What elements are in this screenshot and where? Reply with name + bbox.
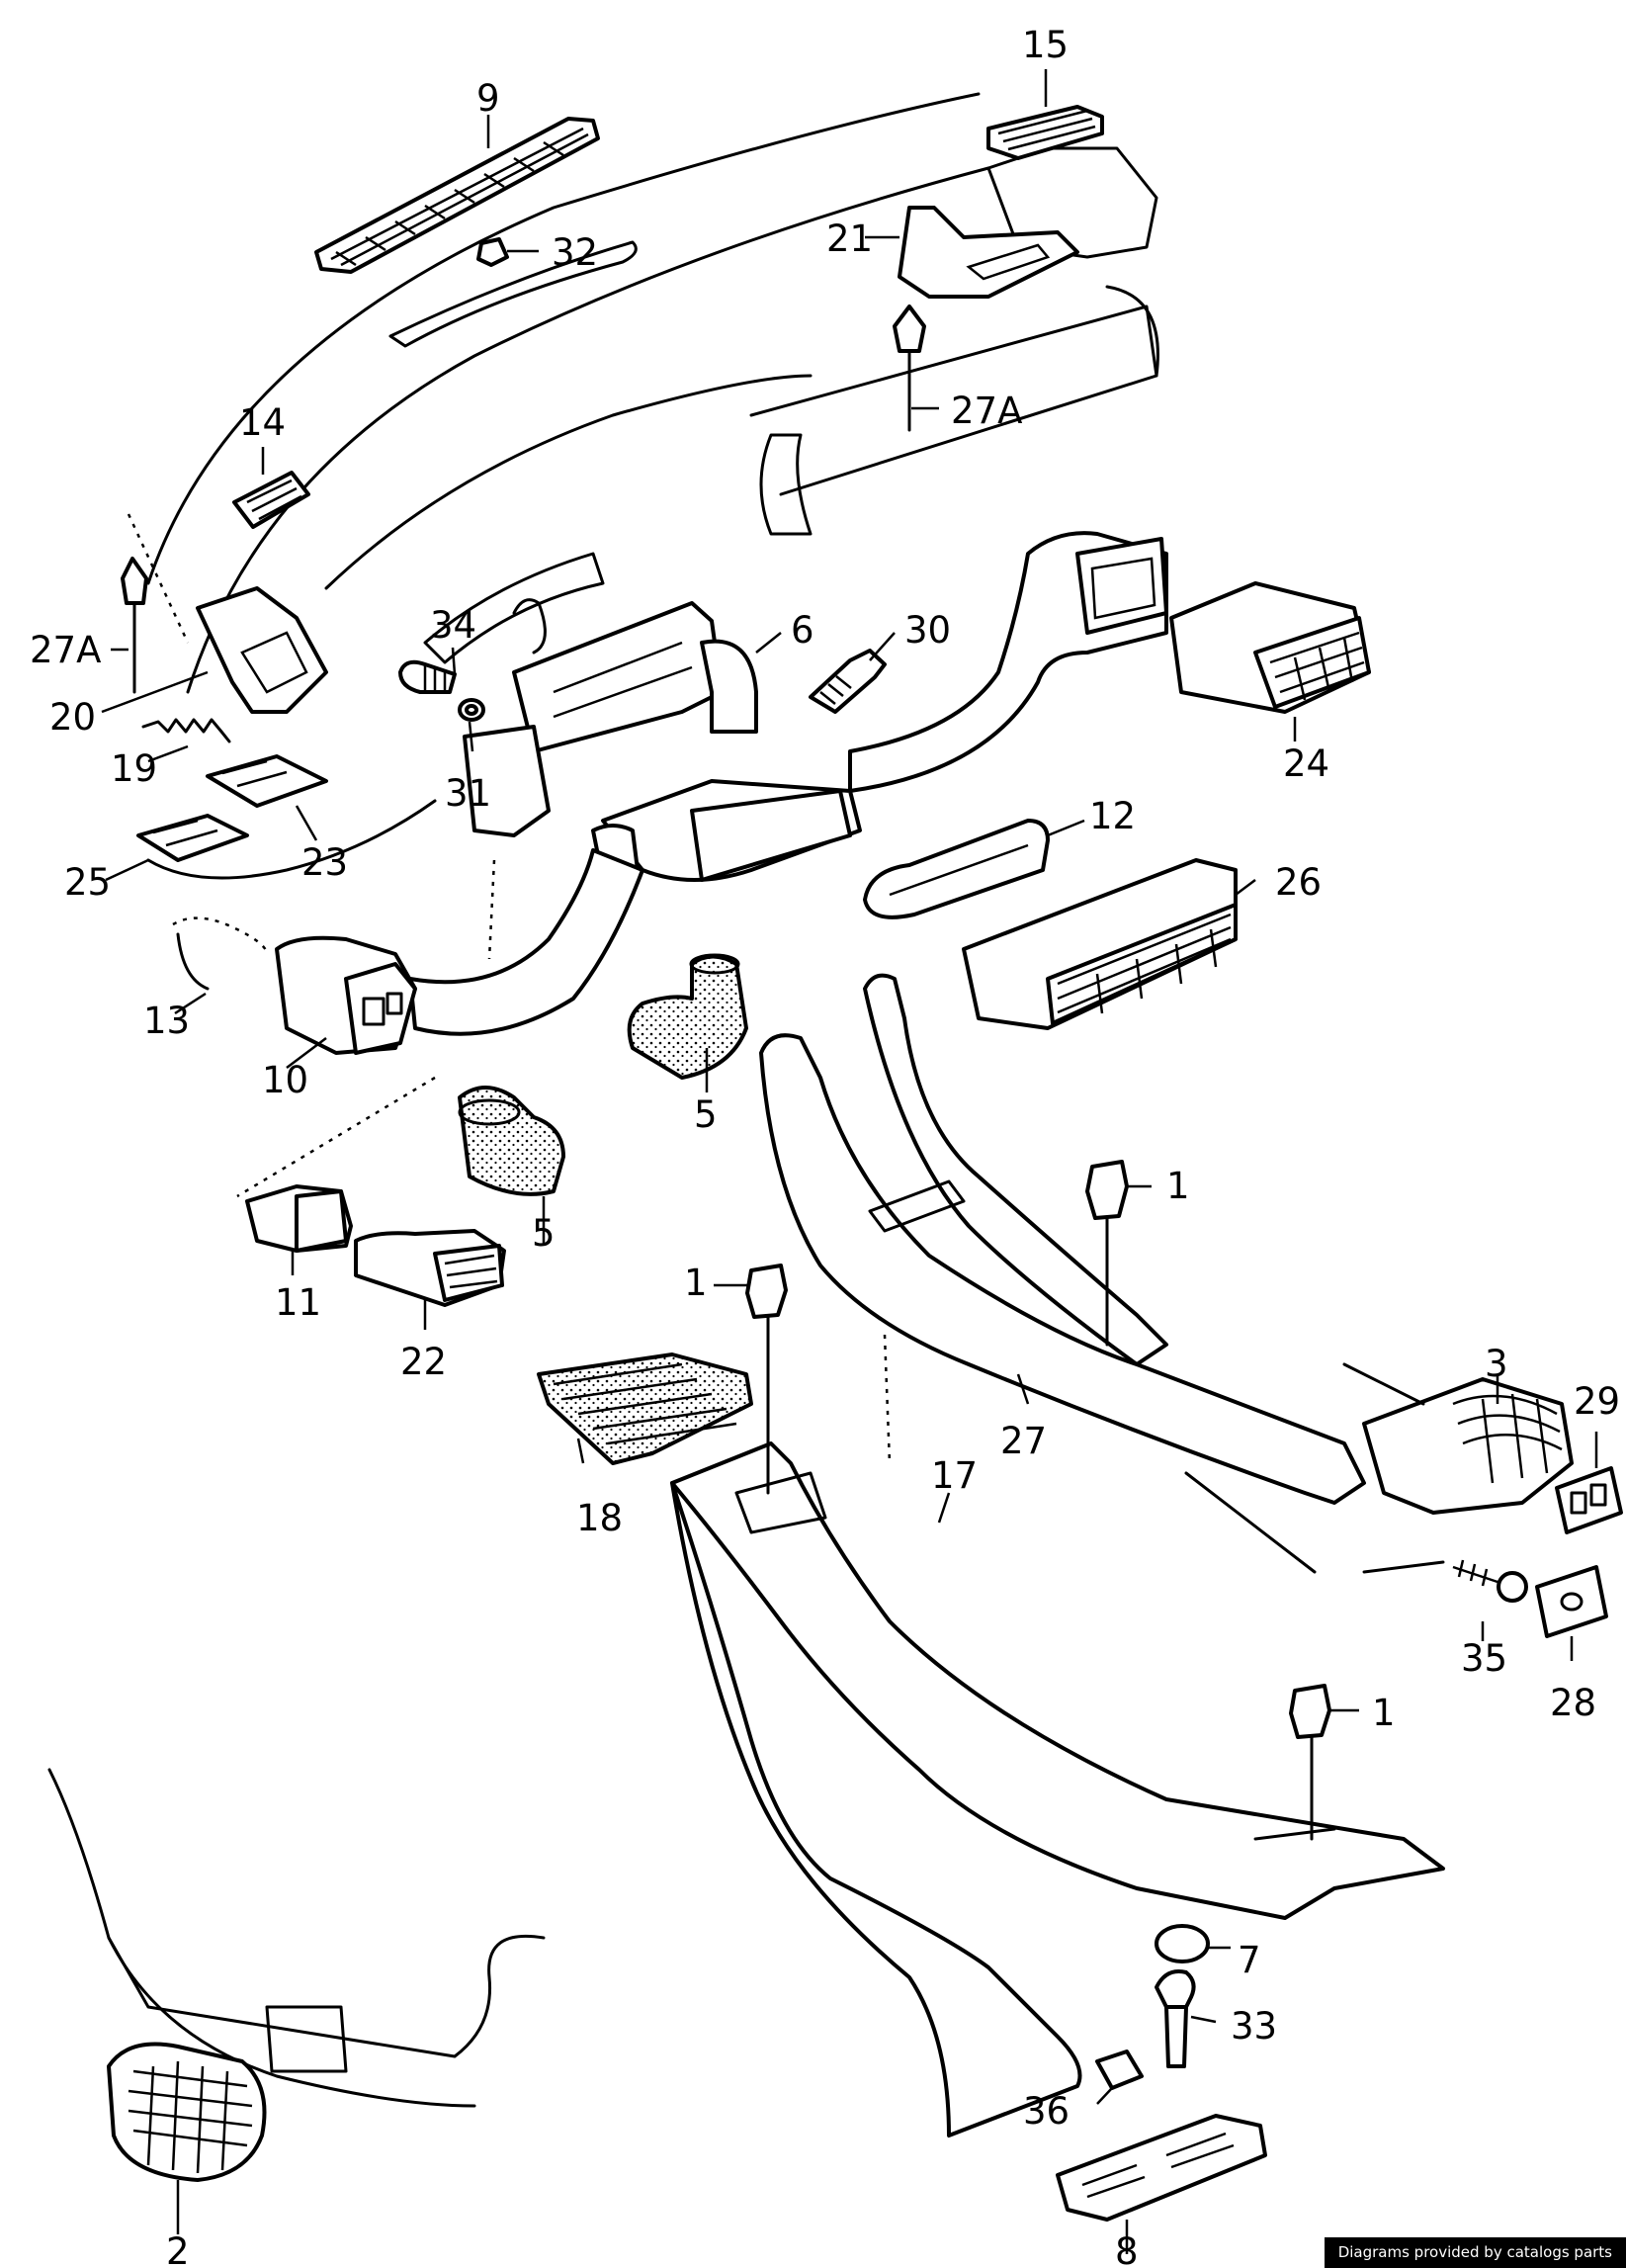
part-30-bolt	[809, 649, 887, 714]
part-11-vent	[245, 1184, 353, 1253]
callout-23: 23	[301, 841, 348, 884]
leader-lines	[101, 69, 1598, 2254]
part-12-frame	[863, 819, 1050, 919]
callout-14: 14	[239, 401, 286, 444]
callout-33: 33	[1231, 2005, 1277, 2048]
part-1-nut-middle	[745, 1264, 788, 1495]
callout-9: 9	[476, 77, 500, 120]
callout-34: 34	[430, 604, 476, 647]
part-21-bracket	[898, 206, 1079, 299]
callout-2: 2	[166, 2230, 190, 2268]
part-1-nut-upper	[1085, 1160, 1129, 1347]
center-junction-duct	[408, 779, 862, 1036]
construction-lines	[127, 513, 892, 1464]
part-14-side-vent	[232, 471, 310, 529]
part-35-screw	[1452, 1559, 1528, 1603]
callout-10: 10	[262, 1059, 308, 1101]
callout-24: 24	[1283, 742, 1329, 785]
part-29-panel	[1555, 1466, 1623, 1534]
part-5-elbow-upper	[627, 953, 748, 1080]
part-27-floor-duct	[759, 973, 1366, 1505]
callout-27A-left: 27A	[30, 629, 101, 671]
callout-27: 27	[1000, 1420, 1047, 1462]
part-13-cable	[172, 916, 269, 991]
part-33-screw	[1155, 1969, 1196, 2068]
part-8-floor-grille	[1056, 2114, 1267, 2222]
part-5-elbow-lower	[458, 1086, 565, 1196]
part-31-washer	[458, 698, 485, 722]
callout-18: 18	[576, 1497, 623, 1539]
callout-7: 7	[1238, 1939, 1261, 1981]
part-2-rear-vent	[47, 1768, 546, 2182]
callout-36: 36	[1023, 2090, 1070, 2133]
part-10-duct-end	[275, 935, 417, 1055]
callout-20: 20	[49, 696, 96, 739]
callout-1-middle: 1	[684, 1262, 708, 1304]
part-36-clip	[1095, 2050, 1144, 2090]
callout-35: 35	[1461, 1637, 1507, 1680]
callout-labels: 1 1 1 2 3 5 5 6 7 8 9 10 11 12 13 14 15 …	[30, 24, 1620, 2268]
callout-11: 11	[275, 1281, 321, 1324]
callout-5-upper: 5	[694, 1093, 718, 1136]
dashboard-outline	[146, 92, 1159, 694]
part-20-bracket	[196, 586, 328, 714]
callout-15: 15	[1022, 24, 1069, 66]
diagram-credit: Diagrams provided by catalogs parts	[1324, 2237, 1626, 2268]
callout-13: 13	[143, 1000, 190, 1042]
part-27A-rivet-right	[893, 305, 926, 432]
callout-8: 8	[1115, 2230, 1139, 2268]
callout-31: 31	[445, 772, 491, 815]
callout-21: 21	[826, 218, 873, 260]
callout-3: 3	[1485, 1343, 1508, 1385]
part-28-panel	[1535, 1565, 1608, 1638]
main-distribution-duct	[848, 531, 1168, 793]
part-1-nut-lower	[1289, 1684, 1331, 1841]
part-34-screw	[398, 659, 457, 694]
part-23-plate	[206, 754, 328, 808]
part-17-lower-duct	[670, 1441, 1445, 2137]
callout-30: 30	[904, 609, 951, 652]
part-26-center-vent	[962, 858, 1238, 1030]
part-22-vent	[354, 1229, 506, 1307]
part-18-flexible-hose	[537, 1352, 753, 1465]
callout-26: 26	[1275, 861, 1322, 904]
part-19-spring	[141, 718, 231, 743]
callout-17: 17	[931, 1454, 978, 1497]
callout-29: 29	[1574, 1380, 1620, 1423]
callout-1-upper: 1	[1166, 1165, 1190, 1207]
callout-19: 19	[111, 747, 157, 790]
part-25-plate	[136, 799, 437, 880]
callout-5-lower: 5	[532, 1212, 556, 1255]
callout-22: 22	[400, 1341, 447, 1383]
callout-27A-right: 27A	[951, 390, 1022, 432]
part-9-defroster-grille	[314, 117, 600, 274]
callout-12: 12	[1089, 795, 1136, 837]
part-32-clip	[476, 237, 509, 267]
part-7-cap	[1155, 1924, 1210, 1963]
part-27A-rivet-left	[121, 557, 148, 694]
part-24-vent	[1169, 581, 1371, 714]
callout-28: 28	[1550, 1682, 1596, 1724]
callout-1-lower: 1	[1372, 1692, 1396, 1734]
callout-6: 6	[791, 609, 814, 652]
part-6-center-duct	[463, 601, 758, 837]
callout-32: 32	[552, 231, 598, 274]
part-3-rear-vent	[1184, 1362, 1574, 1574]
part-15-side-vent	[986, 105, 1104, 160]
callout-25: 25	[64, 861, 111, 904]
